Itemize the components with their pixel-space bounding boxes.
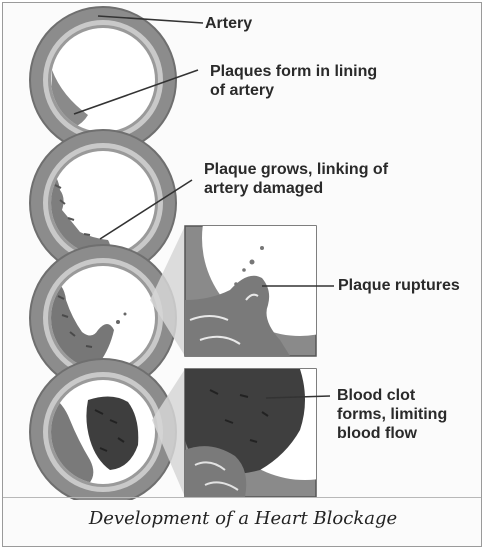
label-blood-clot: Blood clot forms, limiting blood flow [337, 386, 447, 443]
label-plaque-grows: Plaque grows, linking of artery damaged [204, 160, 388, 198]
label-plaque-ruptures: Plaque ruptures [338, 276, 460, 295]
caption-divider [3, 497, 481, 498]
label-artery: Artery [205, 14, 252, 33]
label-plaques-form: Plaques form in lining of artery [210, 62, 377, 100]
artery-stage-4 [30, 359, 176, 500]
figure-caption: Development of a Heart Blockage [0, 508, 486, 529]
